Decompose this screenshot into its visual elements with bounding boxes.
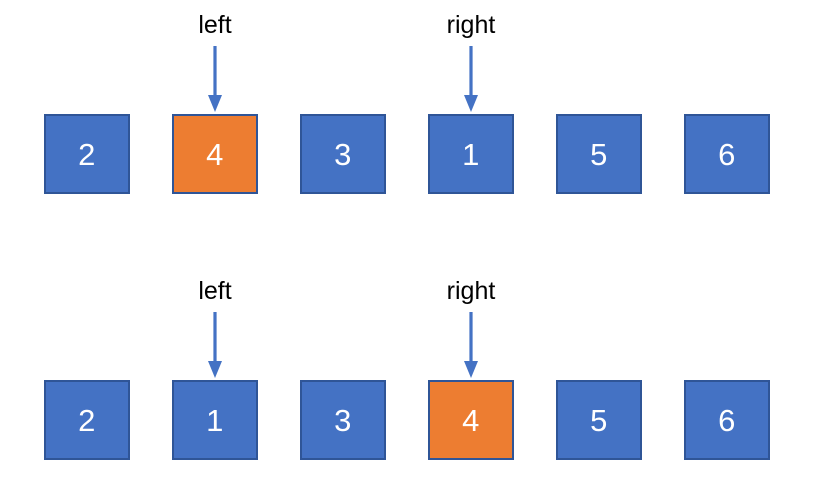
array-cell-value: 1 [206, 402, 224, 438]
array-cell-value: 2 [78, 402, 96, 438]
array-cell[interactable]: 2 [44, 380, 130, 460]
array-cell[interactable]: 6 [684, 380, 770, 460]
pointer-label: left [198, 11, 232, 39]
pointer-label: right [446, 11, 496, 39]
pointer-marker-right: right [411, 276, 531, 378]
array-cell[interactable]: 2 [44, 114, 130, 194]
array-cell-value: 3 [334, 136, 352, 172]
pointer-label: right [446, 277, 496, 305]
array-cell-value: 5 [590, 402, 608, 438]
array-cell-value: 6 [718, 402, 736, 438]
down-arrow-icon [208, 312, 222, 378]
array-cell[interactable]: 3 [300, 114, 386, 194]
array-cell-value: 1 [462, 136, 480, 172]
down-arrow-icon [208, 46, 222, 112]
pointer-label: left [198, 277, 232, 305]
array-cell[interactable]: 5 [556, 380, 642, 460]
array-cell-value: 3 [334, 402, 352, 438]
array-cell[interactable]: 6 [684, 114, 770, 194]
array-cell[interactable]: 3 [300, 380, 386, 460]
array-cell[interactable]: 4 [428, 380, 514, 460]
array-cell-value: 2 [78, 136, 96, 172]
array-cell-value: 4 [206, 136, 224, 172]
down-arrow-icon [464, 312, 478, 378]
array-cell-value: 6 [718, 136, 736, 172]
array-cell[interactable]: 1 [428, 114, 514, 194]
pointer-marker-left: left [155, 276, 275, 378]
array-cell[interactable]: 4 [172, 114, 258, 194]
pointer-marker-left: left [155, 10, 275, 112]
array-cell[interactable]: 1 [172, 380, 258, 460]
array-cell-value: 4 [462, 402, 480, 438]
array-cell-value: 5 [590, 136, 608, 172]
down-arrow-icon [464, 46, 478, 112]
pointer-marker-right: right [411, 10, 531, 112]
array-cell[interactable]: 5 [556, 114, 642, 194]
